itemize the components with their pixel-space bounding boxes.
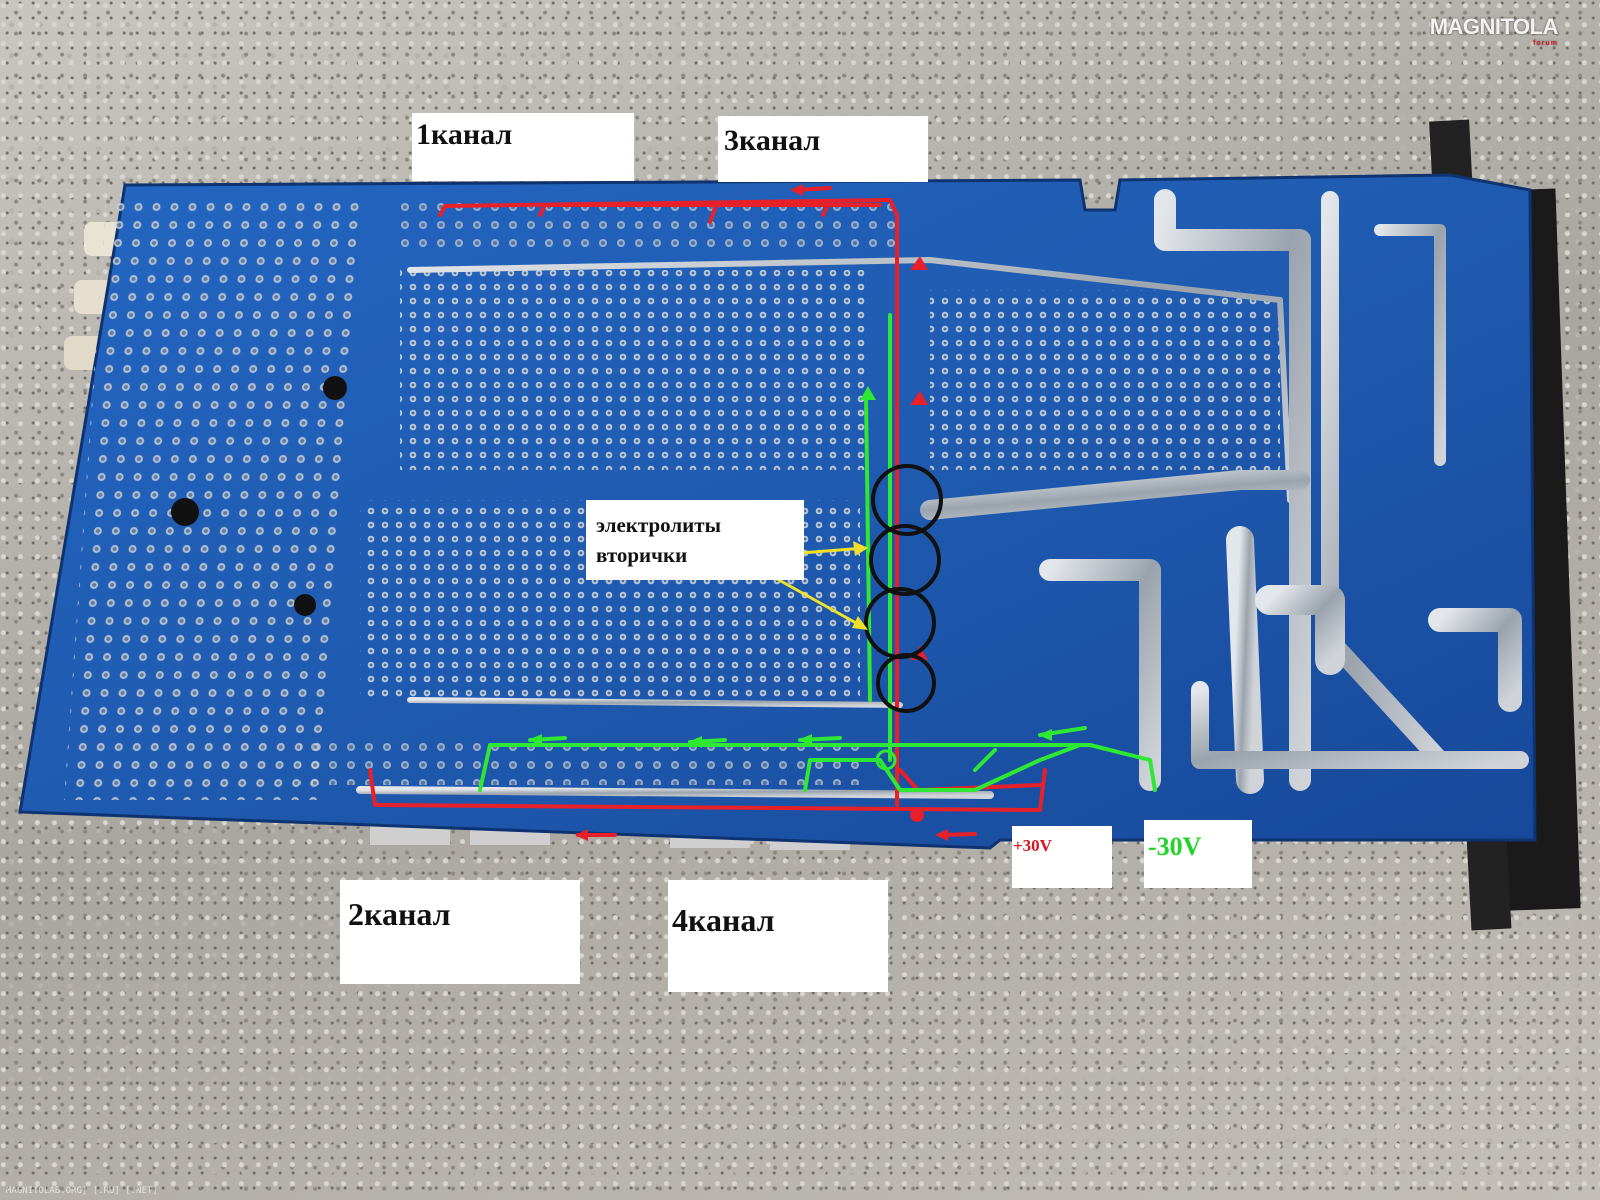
label-box-minus30: [1144, 820, 1252, 888]
negative-rail-path: [478, 313, 1157, 792]
label-box-ch3: [718, 116, 928, 182]
bottom-watermark: MAGNITOLAB.ORG] [.RU] [.NET]: [6, 1186, 158, 1196]
logo-subtext: forum: [1533, 40, 1558, 47]
label-box-ch1: [412, 113, 634, 181]
plus-30v-label: +30V: [1013, 836, 1052, 855]
logo-text: MAGNITOLA: [1429, 14, 1559, 39]
label-box-electrolytes: [586, 500, 804, 580]
channel-1-label: 1канал: [416, 118, 513, 151]
label-box-ch2: [340, 880, 580, 984]
capacitor-markers: [864, 464, 943, 713]
label-box-plus30: [1012, 826, 1112, 888]
rail-junction: [910, 808, 924, 822]
electrolytes-label-line2: вторички: [596, 543, 688, 567]
electrolytes-label-line1: электролиты: [596, 513, 721, 537]
channel-3-label: 3канал: [724, 124, 821, 157]
channel-2-label: 2канал: [348, 896, 451, 932]
site-logo: MAGNITOLA forum: [1429, 14, 1559, 47]
minus-30v-label: -30V: [1148, 832, 1202, 861]
channel-4-label: 4канал: [672, 902, 775, 938]
label-box-ch4: [668, 880, 888, 992]
positive-rail-path: [368, 186, 1047, 837]
